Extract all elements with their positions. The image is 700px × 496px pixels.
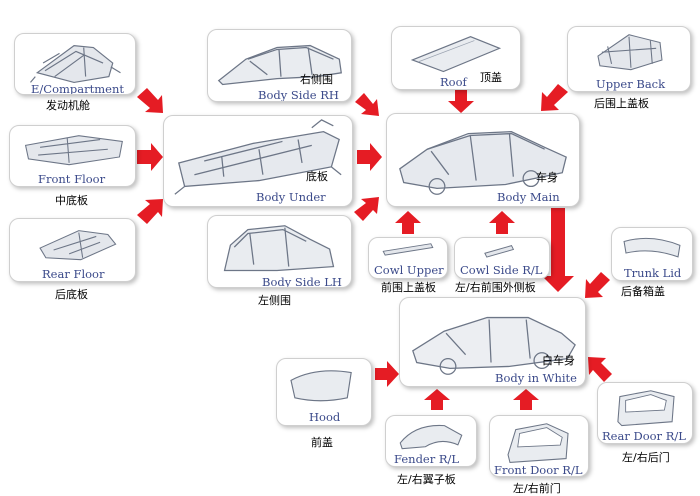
part-label-en: E/Compartment xyxy=(31,82,124,95)
part-label-cn-body-under: 底板 xyxy=(306,170,328,183)
part-label-cn-body-in-white: 白车身 xyxy=(542,354,575,367)
part-label-cn-upper-back: 后围上盖板 xyxy=(594,97,649,110)
part-label-en: Front Door R/L xyxy=(494,463,583,477)
part-box-front-floor: Front Floor xyxy=(9,125,136,187)
part-box-cowl-side: Cowl Side R/L xyxy=(454,237,550,279)
arrow-cowlupper-to-bodymain xyxy=(395,211,421,234)
part-label-en: Upper Back xyxy=(596,77,666,91)
part-box-front-door: Front Door R/L xyxy=(489,415,589,477)
part-box-e-compartment: E/Compartment xyxy=(14,33,136,95)
arrow-bodysiderh-to-bodymain xyxy=(355,93,379,116)
upper-back-image xyxy=(597,34,663,71)
part-label-en: Body Side LH xyxy=(262,275,342,288)
part-label-en: Roof xyxy=(440,75,467,89)
part-label-cn-fender: 左/右翼子板 xyxy=(397,473,456,486)
part-box-roof: Roof xyxy=(391,26,521,90)
cowl-side-image xyxy=(484,245,515,258)
arrow-hood-to-biw xyxy=(375,361,399,387)
part-label-cn-hood: 前盖 xyxy=(311,436,333,449)
part-label-en: Hood xyxy=(309,410,341,424)
part-label-cn-body-side-lh: 左侧围 xyxy=(258,294,291,307)
arrow-frontdoor-to-biw xyxy=(513,389,539,410)
part-label-cn-cowl-upper: 前围上盖板 xyxy=(381,281,436,294)
body-main-image xyxy=(399,130,567,195)
part-label-cn-front-door: 左/右前门 xyxy=(513,482,561,495)
part-box-body-under: Body Under xyxy=(163,115,353,207)
front-door-image xyxy=(507,423,569,464)
body-in-white-image xyxy=(412,316,576,375)
part-label-cn-body-side-rh: 右侧围 xyxy=(300,73,333,86)
part-label-cn-cowl-side: 左/右前围外侧板 xyxy=(455,281,536,294)
roof-image xyxy=(410,36,502,73)
part-label-cn-roof: 顶盖 xyxy=(480,71,502,84)
part-label-en: Rear Door R/L xyxy=(602,429,686,443)
part-box-trunk-lid: Trunk Lid xyxy=(611,227,693,281)
part-label-cn-front-floor: 中底板 xyxy=(55,194,88,207)
part-box-body-side-rh: Body Side RH xyxy=(207,29,352,102)
part-box-hood: Hood xyxy=(276,358,372,426)
arrow-ecompartment-to-bodyunder xyxy=(137,88,163,113)
part-label-en: Rear Floor xyxy=(42,267,105,281)
arrow-roof-to-bodymain xyxy=(448,90,474,113)
arrow-frontfloor-to-bodyunder xyxy=(137,143,163,171)
part-label-en: Trunk Lid xyxy=(624,266,682,280)
arrow-cowlside-to-bodymain xyxy=(489,211,515,234)
arrow-trunklid-to-biw xyxy=(585,272,610,298)
part-label-en: Fender R/L xyxy=(394,452,460,466)
part-label-en: Cowl Upper xyxy=(374,263,444,277)
part-label-cn-body-main: 车身 xyxy=(536,171,558,184)
part-label-en: Body Main xyxy=(497,190,560,204)
rear-floor-image xyxy=(39,230,117,261)
hood-image xyxy=(290,370,352,402)
part-label-en: Body Under xyxy=(256,190,326,204)
part-box-body-side-lh: Body Side LH xyxy=(207,215,352,288)
part-label-cn-e-compartment: 发动机舱 xyxy=(46,99,90,112)
arrow-bodysidelh-to-bodymain xyxy=(354,197,379,221)
part-label-en: Body Side RH xyxy=(258,88,339,102)
part-box-rear-floor: Rear Floor xyxy=(9,218,136,282)
part-box-cowl-upper: Cowl Upper xyxy=(368,237,448,279)
rear-door-image xyxy=(617,390,675,427)
part-box-body-main: Body Main xyxy=(386,113,580,207)
part-label-en: Body in White xyxy=(495,371,577,385)
fender-image xyxy=(399,424,463,450)
trunk-lid-image xyxy=(623,237,681,258)
part-label-cn-trunk-lid: 后备箱盖 xyxy=(621,285,665,298)
arrow-bodyunder-to-bodymain xyxy=(357,143,382,171)
part-label-en: Cowl Side R/L xyxy=(460,263,543,277)
part-label-en: Front Floor xyxy=(38,172,106,186)
body-side-lh-image xyxy=(223,225,335,272)
part-box-body-in-white: Body in White xyxy=(399,297,586,387)
engine-compartment-image xyxy=(30,45,121,83)
part-box-rear-door: Rear Door R/L xyxy=(597,382,693,444)
front-floor-image xyxy=(24,135,123,166)
body-side-rh-image xyxy=(217,44,342,86)
arrow-upperback-to-bodymain xyxy=(541,84,568,111)
arrow-rearfloor-to-bodyunder xyxy=(137,199,163,224)
part-label-cn-rear-door: 左/右后门 xyxy=(622,451,670,464)
part-box-upper-back: Upper Back xyxy=(567,26,691,92)
body-under-image xyxy=(174,119,342,195)
cowl-upper-image xyxy=(382,243,434,256)
arrow-fender-to-biw xyxy=(424,389,450,410)
part-label-cn-rear-floor: 后底板 xyxy=(55,288,88,301)
part-box-fender: Fender R/L xyxy=(385,415,477,467)
arrow-reardoor-to-biw xyxy=(588,357,612,382)
